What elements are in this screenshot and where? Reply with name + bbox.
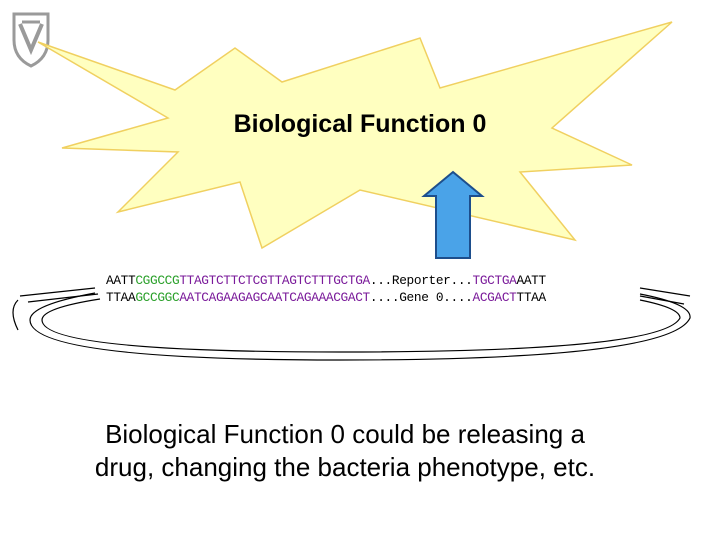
- caption-line-1: Biological Function 0 could be releasing…: [105, 419, 585, 449]
- function-burst-shape: [37, 21, 673, 250]
- dna-bottom-segment-1: GCCGGC: [135, 290, 180, 305]
- dna-top-segment-3: ...Reporter...: [369, 273, 473, 288]
- caption: Biological Function 0 could be releasing…: [40, 418, 650, 484]
- plasmid-ring: [12, 287, 691, 361]
- technion-logo-icon: [12, 12, 50, 68]
- caption-line-2: drug, changing the bacteria phenotype, e…: [94, 452, 596, 482]
- dna-top-strand: AATTCGGCCGTTAGTCTTCTCGTTAGTCTTTGCTGA...R…: [106, 273, 546, 288]
- dna-bottom-segment-2: AATCAGAAGAGCAATCAGAAACGACT: [179, 290, 370, 305]
- dna-top-segment-2: TTAGTCTTCTCGTTAGTCTTTGCTGA: [179, 273, 370, 288]
- dna-top-segment-5: AATT: [516, 273, 547, 288]
- dna-bottom-strand: TTAAGCCGGCAATCAGAAGAGCAATCAGAAACGACT....…: [106, 290, 546, 305]
- burst-title: Biological Function 0: [233, 110, 487, 138]
- dna-bottom-segment-0: TTAA: [106, 290, 136, 305]
- dna-top-segment-4: TGCTGA: [472, 273, 517, 288]
- dna-bottom-segment-3: ....Gene 0....: [369, 290, 473, 305]
- expression-arrow: [421, 170, 485, 259]
- dna-bottom-segment-4: ACGACT: [472, 290, 517, 305]
- dna-top-segment-1: CGGCCG: [135, 273, 180, 288]
- dna-top-segment-0: AATT: [106, 273, 136, 288]
- dna-bottom-segment-5: TTAA: [516, 290, 547, 305]
